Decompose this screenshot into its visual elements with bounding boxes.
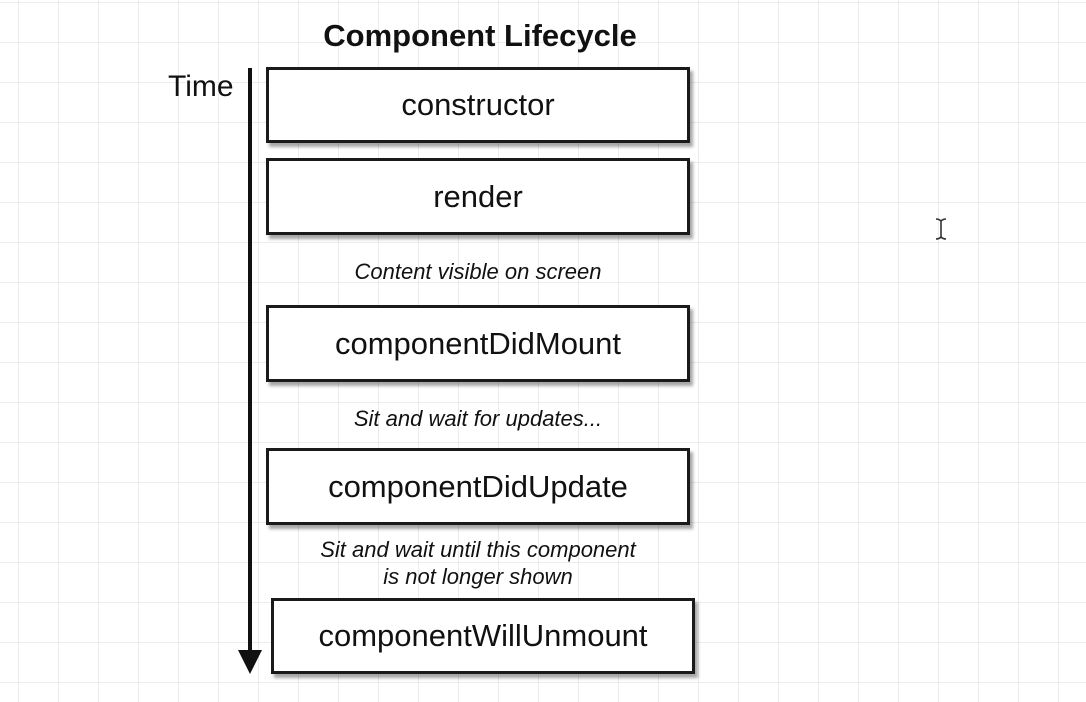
step-component-did-mount: componentDidMount: [266, 305, 690, 382]
note-wait-for-updates: Sit and wait for updates...: [353, 406, 603, 431]
note-content-visible: Content visible on screen: [354, 259, 602, 284]
note-wait-until-unmount-line2: is not longer shown: [383, 564, 573, 589]
step-render: render: [266, 158, 690, 235]
step-component-will-unmount: componentWillUnmount: [271, 598, 695, 674]
step-constructor: constructor: [266, 67, 690, 143]
diagram-title: Component Lifecycle: [323, 18, 637, 53]
time-axis-label: Time: [168, 70, 234, 103]
step-component-did-update: componentDidUpdate: [266, 448, 690, 525]
text-cursor-icon: [935, 218, 947, 240]
note-wait-until-unmount-line1: Sit and wait until this component: [320, 537, 636, 562]
